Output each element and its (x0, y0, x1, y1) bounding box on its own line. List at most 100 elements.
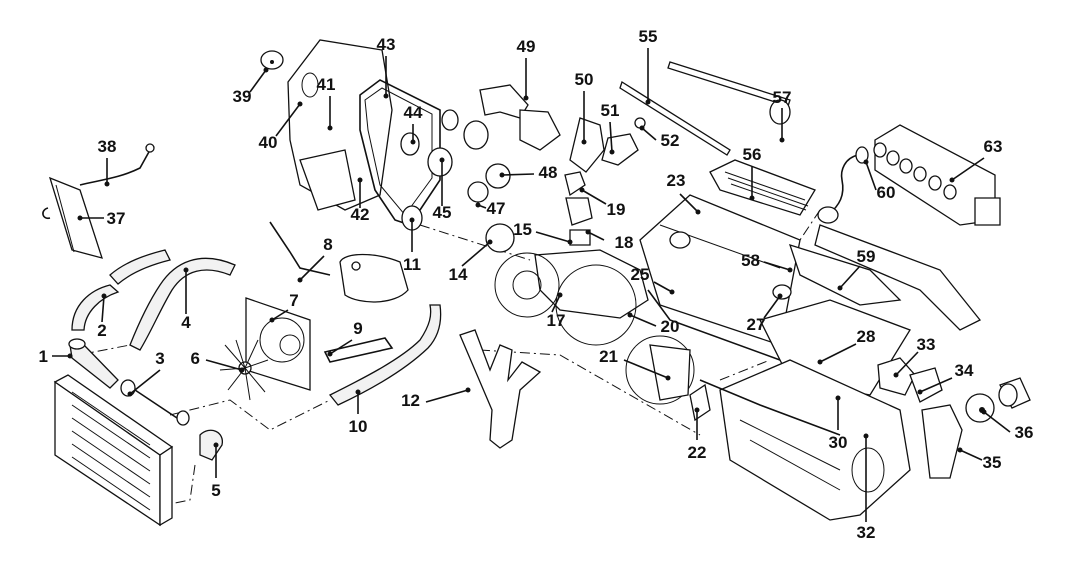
callout-number: 59 (857, 247, 876, 266)
callout-number: 36 (1015, 423, 1034, 442)
leader-line (609, 121, 613, 153)
leader-dot (327, 351, 333, 357)
callout-27: 27 (747, 293, 783, 334)
callout-number: 3 (155, 349, 164, 368)
callout-number: 49 (517, 37, 536, 56)
oil-filter (998, 377, 1031, 409)
callout-number: 48 (539, 163, 558, 182)
leader-dot (383, 93, 389, 99)
callout-30: 30 (829, 395, 848, 452)
callout-58: 58 (741, 251, 793, 273)
gasket-22 (689, 383, 711, 422)
leader-line (763, 261, 791, 271)
callout-number: 51 (601, 101, 620, 120)
callout-39: 39 (233, 67, 269, 106)
leader-dot (694, 407, 700, 413)
callout-number: 32 (857, 523, 876, 542)
heater-core (42, 143, 155, 259)
leader-line (535, 231, 571, 243)
seal-39 (260, 50, 284, 70)
callout-number: 19 (607, 200, 626, 219)
hose-1 (68, 338, 119, 389)
callout-18: 18 (585, 229, 633, 252)
callout-number: 15 (513, 220, 532, 239)
thermostat-housing (877, 357, 943, 403)
leader-dot (949, 177, 955, 183)
leader-dot (355, 389, 361, 395)
leader-line (763, 295, 781, 319)
leader-dot (297, 101, 303, 107)
callout-63: 63 (949, 137, 1002, 183)
leader-dot (357, 177, 363, 183)
callout-6: 6 (191, 349, 245, 373)
leader-dot (67, 353, 73, 359)
leader-line (819, 343, 857, 363)
brackets (479, 84, 639, 173)
leader-line (629, 314, 657, 327)
callout-25: 25 (631, 265, 675, 295)
callout-40: 40 (259, 101, 303, 152)
leader-dot (787, 267, 793, 273)
callout-12: 12 (401, 387, 471, 410)
overflow-tube (269, 221, 331, 276)
hose-4 (129, 257, 236, 351)
leader-line (299, 255, 325, 281)
callout-number: 30 (829, 433, 848, 452)
head-gasket-line (699, 379, 841, 436)
adapter-plate (965, 393, 995, 423)
leader-line (501, 173, 535, 176)
callout-59: 59 (837, 247, 876, 291)
callout-7: 7 (269, 291, 299, 323)
callout-layer: 1234567891011121415171819202122232527283… (39, 27, 1034, 542)
callout-55: 55 (639, 27, 657, 105)
leader-line (951, 157, 985, 181)
callout-number: 4 (181, 313, 191, 332)
leader-dot (475, 202, 481, 208)
leader-dot (183, 267, 189, 273)
callout-number: 27 (747, 315, 766, 334)
callout-number: 47 (487, 199, 506, 218)
leader-dot (835, 395, 841, 401)
leader-dot (269, 317, 275, 323)
leader-dot (239, 367, 245, 373)
callout-number: 5 (211, 481, 220, 500)
callout-43: 43 (377, 35, 395, 99)
leader-dot (439, 157, 445, 163)
callout-number: 41 (317, 75, 336, 94)
callout-9: 9 (327, 319, 363, 357)
leader-dot (557, 292, 563, 298)
oil-filter-adapter (921, 404, 963, 479)
leader-line (425, 389, 469, 403)
leader-line (641, 127, 657, 141)
leader-line (895, 351, 919, 376)
leader-line (461, 241, 491, 267)
callout-50: 50 (575, 70, 593, 145)
leader-dot (957, 447, 963, 453)
egr-tube (817, 146, 869, 224)
callout-number: 35 (983, 453, 1002, 472)
timing-cover (287, 39, 393, 211)
leader-dot (817, 359, 823, 365)
lower-radiator-hose (328, 304, 442, 406)
callout-20: 20 (627, 312, 679, 336)
callout-45: 45 (433, 157, 451, 222)
callout-number: 11 (403, 255, 421, 274)
leader-dot (863, 159, 869, 165)
callout-4: 4 (181, 267, 191, 332)
leader-line (653, 281, 673, 293)
callout-number: 12 (401, 391, 420, 410)
callout-number: 6 (191, 349, 200, 368)
callout-28: 28 (817, 327, 875, 365)
callout-number: 44 (404, 103, 423, 122)
leader-dot (777, 293, 783, 299)
leader-dot (410, 139, 416, 145)
callout-3: 3 (127, 349, 165, 397)
coolant-reservoir (339, 253, 409, 303)
leader-dot (579, 187, 585, 193)
callout-49: 49 (517, 37, 536, 101)
leader-dot (104, 181, 110, 187)
leader-line (249, 69, 267, 93)
plenum-cover (709, 159, 816, 216)
sprockets (400, 109, 515, 253)
